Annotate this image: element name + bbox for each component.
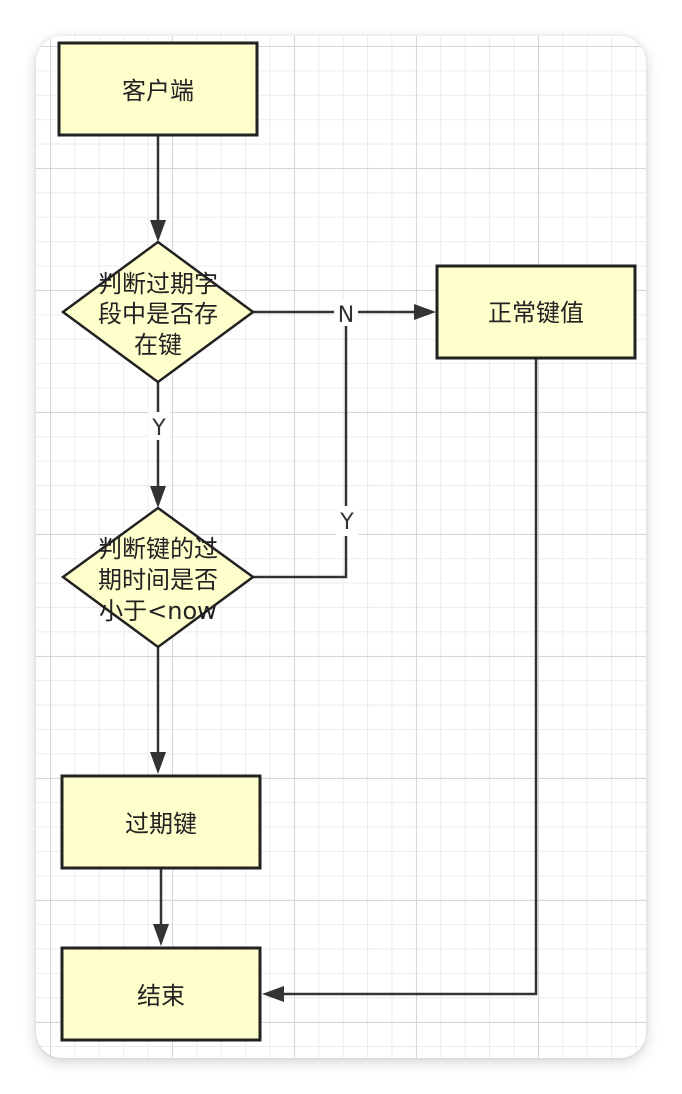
diagram-canvas bbox=[36, 36, 646, 1058]
edge-label-y-time: Y bbox=[339, 510, 354, 535]
node-check-expire-time bbox=[60, 506, 256, 649]
node-check-field-line-1: 判断过期字 bbox=[98, 270, 218, 298]
edge-label-bg-n bbox=[334, 300, 358, 326]
node-client-label: 客户端 bbox=[122, 77, 194, 105]
arrowhead-check-field bbox=[150, 220, 166, 242]
edge-normal-to-end bbox=[282, 358, 538, 996]
node-normal-key bbox=[435, 264, 637, 360]
node-expired-key bbox=[60, 774, 262, 870]
edge-label-y-field: Y bbox=[151, 416, 166, 441]
node-check-field-line-2: 段中是否存 bbox=[98, 300, 218, 328]
node-check-expire-field bbox=[60, 240, 256, 384]
edge-label-bg-y1 bbox=[148, 412, 170, 440]
arrowhead-check-time bbox=[150, 486, 166, 508]
node-check-time-line-3: 小于<now bbox=[99, 597, 217, 625]
node-end-label: 结束 bbox=[137, 982, 185, 1010]
node-normal-key-label: 正常键值 bbox=[488, 299, 584, 327]
edge-check-time-to-normal bbox=[253, 312, 348, 579]
arrowhead-expired-key bbox=[150, 752, 166, 774]
node-check-time-line-2: 期时间是否 bbox=[98, 566, 218, 594]
arrowhead-end-from-expired bbox=[153, 924, 169, 946]
node-check-field-line-3: 在键 bbox=[134, 331, 182, 359]
node-check-time-line-1: 判断键的过 bbox=[98, 535, 218, 563]
edge-label-bg-y2 bbox=[336, 506, 358, 536]
node-end bbox=[60, 946, 262, 1042]
node-expired-key-label: 过期键 bbox=[125, 810, 197, 838]
arrowhead-normal-key bbox=[414, 304, 436, 320]
edge-label-n: N bbox=[338, 303, 354, 328]
node-client bbox=[57, 41, 259, 137]
arrowhead-end-from-normal bbox=[262, 986, 284, 1002]
